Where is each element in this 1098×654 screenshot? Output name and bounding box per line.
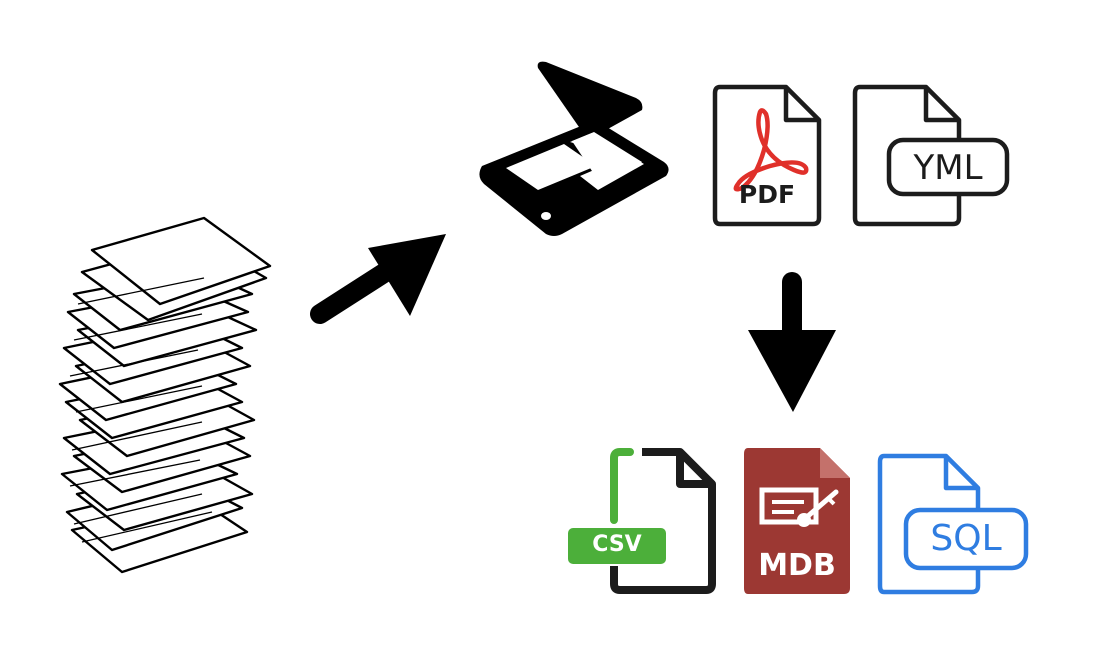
- yml-file-icon: YML: [852, 84, 1014, 228]
- mdb-label: MDB: [758, 548, 836, 583]
- flatbed-scanner-icon: [476, 58, 672, 242]
- arrow-up-right-icon: [306, 230, 450, 330]
- pdf-file-icon: PDF: [712, 84, 822, 227]
- sql-file-icon: SQL: [876, 452, 1030, 596]
- arrow-down-icon: [746, 272, 840, 414]
- csv-label: CSV: [592, 532, 642, 557]
- yml-label: YML: [913, 148, 983, 188]
- csv-file-icon: CSV: [564, 448, 716, 594]
- sql-label: SQL: [930, 518, 1002, 559]
- paper-stack-icon: [52, 212, 277, 580]
- mdb-file-icon: MDB: [742, 446, 852, 596]
- pdf-label: PDF: [738, 180, 796, 209]
